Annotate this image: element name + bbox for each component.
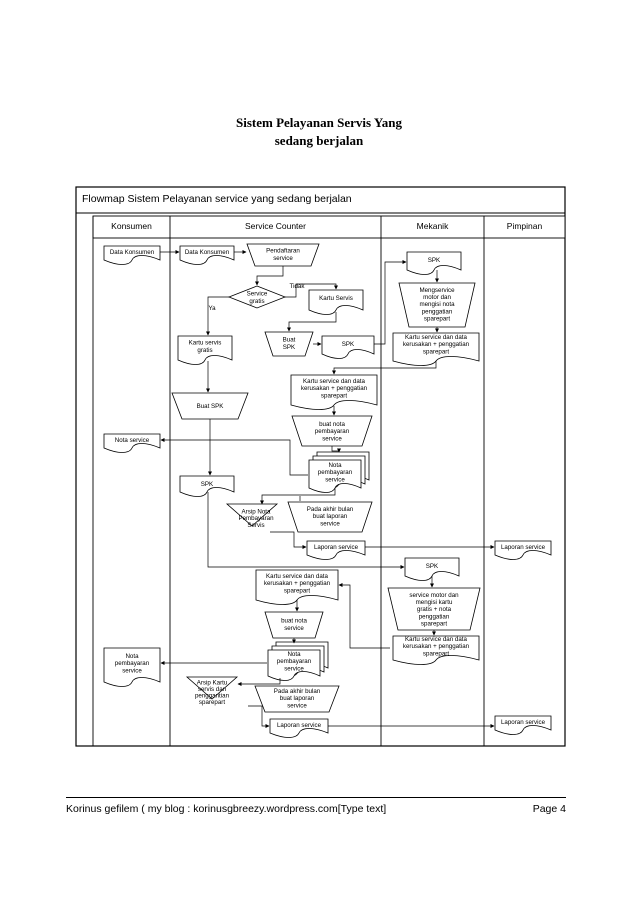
- doc-kartu-service-sc-1: [290, 374, 378, 410]
- doc-spk-mekanik-1: [406, 251, 462, 275]
- op-buat-nota-2: [264, 611, 324, 639]
- label-laporan-service-sc-1: Laporan service: [314, 544, 359, 551]
- label-buat-spk-large: Buat SPK: [197, 403, 225, 410]
- doc-kartu-service-mek-2: [392, 635, 480, 665]
- op-buat-spk-small: [264, 331, 314, 357]
- arrow-mekanik-to-kartu-sc-2: [338, 582, 390, 649]
- label-nota-service: Nota service: [115, 437, 150, 444]
- doc-kartu-servis-gratis: [177, 335, 233, 365]
- op-akhir-bulan-2: [254, 685, 340, 713]
- doc-nota-service: [103, 433, 161, 453]
- arrow-kartu-to-buat-spk: [286, 312, 337, 332]
- document-title-line1: Sistem Pelayanan Servis Yang: [236, 115, 402, 130]
- arrow-tidak-kartu-servis: [285, 283, 339, 298]
- arrow-spk2-to-mekanik: [207, 492, 405, 570]
- lane-pimpinan: Pimpinan: [507, 221, 543, 231]
- op-buat-spk-large: [171, 392, 249, 420]
- label-data-konsumen-1: Data Konsumen: [110, 249, 155, 256]
- op-mengservice: [398, 282, 476, 328]
- flowmap-title: Flowmap Sistem Pelayanan service yang se…: [82, 193, 352, 205]
- op-pendaftaran: [246, 243, 320, 267]
- arrow-mekanik-to-kartu-sc: [331, 361, 437, 375]
- arrow-pendaftaran-to-decision: [254, 266, 284, 286]
- doc-kartu-servis: [308, 289, 364, 315]
- label-laporan-service-pimpinan-1: Laporan service: [501, 544, 546, 551]
- doc-nota-pembayaran-sc-2: [267, 649, 321, 681]
- doc-data-konsumen-1: [103, 245, 161, 265]
- doc-laporan-service-pimpinan-2: [494, 715, 552, 735]
- doc-spk-sc-2: [179, 475, 235, 497]
- label-spk-mekanik-2: SPK: [426, 563, 439, 570]
- label-spk-mekanik-1: SPK: [428, 257, 441, 264]
- arrow-nota-to-arsip: [259, 488, 336, 505]
- doc-nota-pembayaran-sc: [308, 459, 362, 493]
- label-spk-counter: SPK: [342, 341, 355, 348]
- op-service-motor-2: [387, 587, 481, 631]
- label-laporan-service-sc-2: Laporan service: [277, 722, 322, 729]
- label-laporan-service-pimpinan-2: Laporan service: [501, 719, 546, 726]
- label-tidak: Tidak: [290, 283, 306, 290]
- doc-spk-counter: [321, 335, 375, 359]
- doc-kartu-service-sc-2: [255, 569, 339, 605]
- arrow-arsip-to-laporan-2: [248, 705, 270, 729]
- lane-header-row: [92, 215, 566, 239]
- op-buat-nota-1: [291, 415, 373, 447]
- arrow-spk-to-mekanik: [374, 259, 407, 345]
- page-number: Page 4: [532, 803, 566, 815]
- label-spk-sc-2: SPK: [201, 481, 214, 488]
- arrow-nota-to-arsip-kartu: [237, 678, 281, 687]
- doc-data-konsumen-2: [179, 245, 235, 265]
- arrow-arsip-to-laporan: [270, 531, 307, 550]
- arrow-buat-nota-to-nota: [331, 446, 342, 453]
- footer-left-text: Korinus gefilem ( my blog : korinusgbree…: [66, 803, 387, 815]
- arrow-ya-kartu-gratis: [205, 296, 229, 336]
- doc-nota-pembayaran-konsumen: [103, 647, 161, 687]
- archive-arsip-nota: [225, 503, 279, 527]
- decision-service-gratis: [227, 285, 287, 309]
- doc-laporan-service-pimpinan-1: [494, 540, 552, 560]
- doc-laporan-service-sc-2: [269, 718, 329, 738]
- label-ya: Ya: [208, 305, 216, 312]
- label-kartu-servis: Kartu Servis: [319, 295, 353, 302]
- document-title-line2: sedang berjalan: [274, 133, 364, 148]
- archive-arsip-kartu: [185, 676, 239, 700]
- arrow-nota-to-konsumen: [160, 437, 308, 476]
- footer-divider: [66, 797, 566, 798]
- label-data-konsumen-2: Data Konsumen: [185, 249, 230, 256]
- lane-konsumen: Konsumen: [111, 221, 152, 231]
- op-akhir-bulan-1: [287, 501, 373, 533]
- doc-laporan-service-sc-1: [306, 540, 366, 560]
- lane-service-counter: Service Counter: [245, 221, 306, 231]
- doc-spk-mekanik-2: [404, 557, 460, 581]
- doc-kartu-service-mek-1: [392, 332, 480, 366]
- lane-mekanik: Mekanik: [417, 221, 449, 231]
